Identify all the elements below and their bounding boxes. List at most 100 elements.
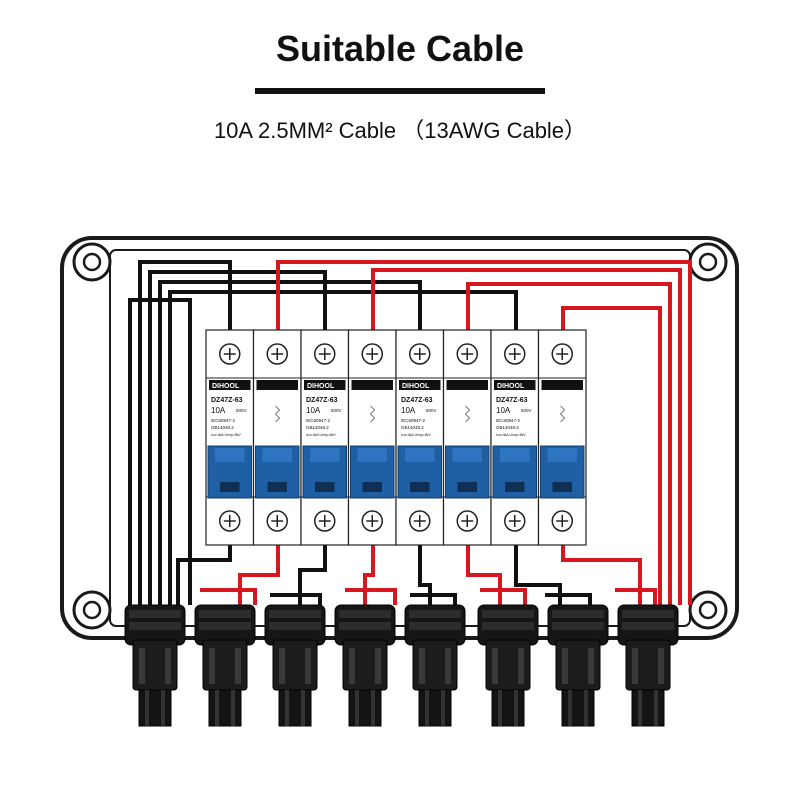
negative-wire (410, 593, 457, 605)
breaker-pole (442, 329, 492, 546)
body-rib (209, 648, 215, 684)
handle-highlight (452, 448, 482, 462)
rating-label: 10A (306, 406, 321, 415)
tail-line (654, 690, 658, 726)
symbol-icon (274, 405, 281, 423)
negative-wire (298, 545, 327, 605)
nut-ridge (129, 622, 181, 630)
handle-slot (410, 482, 430, 492)
pv-connector-row (124, 604, 679, 727)
handle-highlight (547, 448, 577, 462)
standard-label: GB14048.2 (401, 425, 424, 430)
standard-label: IEC60947-2 (401, 418, 426, 423)
handle-slot (267, 482, 287, 492)
body-rib (658, 648, 664, 684)
connector-tail (418, 689, 452, 727)
body-rib (419, 648, 425, 684)
tail-line (441, 690, 445, 726)
handle-slot (552, 482, 572, 492)
connector-tail (348, 689, 382, 727)
breaker-pole (252, 329, 302, 546)
body-rib (632, 648, 638, 684)
tail-line (498, 690, 502, 726)
blank-plate (351, 380, 393, 390)
tail-line (285, 690, 289, 726)
tail-line (584, 690, 588, 726)
symbol-icon (369, 405, 376, 423)
page-title: Suitable Cable (275, 28, 525, 69)
handle-highlight (357, 448, 387, 462)
nut-ridge (482, 610, 534, 618)
voltage-label: 500V (331, 408, 342, 413)
body-rib (305, 648, 311, 684)
blank-plate (256, 380, 298, 390)
negative-connector (404, 604, 466, 727)
connector-tail (491, 689, 525, 727)
breaker-pole (537, 329, 587, 546)
positive-wire (615, 588, 657, 605)
tail-line (301, 690, 305, 726)
brand-label: DIHOOL (402, 383, 430, 390)
handle-highlight (262, 448, 292, 462)
spec-label: Icu=4kA Uimp=5kV (496, 433, 526, 437)
nut-ridge (339, 610, 391, 618)
nut-ridge (482, 622, 534, 630)
breaker-pole (395, 329, 445, 546)
title-underline (255, 88, 545, 94)
body-rib (279, 648, 285, 684)
body-rib (492, 648, 498, 684)
positive-wire (276, 260, 692, 605)
body-rib (375, 648, 381, 684)
positive-connector (477, 604, 539, 727)
brand-plate (399, 380, 441, 390)
spec-label: Icu=4kA Uimp=5kV (211, 433, 241, 437)
tail-line (231, 690, 235, 726)
connector-tail (561, 689, 595, 727)
body-rib (139, 648, 145, 684)
body-rib (165, 648, 171, 684)
negative-wire (168, 290, 518, 605)
nut-ridge (552, 610, 604, 618)
rating-label: 10A (211, 406, 226, 415)
tail-line (425, 690, 429, 726)
tail-line (161, 690, 165, 726)
positive-connector (617, 604, 679, 727)
connector-tail (278, 689, 312, 727)
breaker-pole (205, 329, 255, 546)
negative-wire (148, 270, 327, 605)
wiring (128, 260, 692, 605)
nut-ridge (552, 622, 604, 630)
tail-line (371, 690, 375, 726)
voltage-label: 500V (236, 408, 247, 413)
model-label: DZ47Z-63 (496, 397, 528, 404)
spec-label: Icu=4kA Uimp=5kV (401, 433, 431, 437)
spec-label: Icu=4kA Uimp=5kV (306, 433, 336, 437)
connector-tail (631, 689, 665, 727)
negative-wire (176, 545, 232, 605)
body-rib (349, 648, 355, 684)
positive-wire (466, 282, 672, 605)
handle-slot (505, 482, 525, 492)
body-rib (588, 648, 594, 684)
handle-highlight (405, 448, 435, 462)
tail-line (355, 690, 359, 726)
symbol-icon (559, 405, 566, 423)
positive-connector (194, 604, 256, 727)
negative-connector (264, 604, 326, 727)
tail-line (215, 690, 219, 726)
brand-label: DIHOOL (212, 383, 240, 390)
positive-wire (345, 588, 397, 605)
negative-wire (128, 298, 192, 605)
tail-line (145, 690, 149, 726)
negative-connector (124, 604, 186, 727)
negative-wire (158, 280, 422, 605)
body-rib (518, 648, 524, 684)
positive-wire (480, 588, 527, 605)
breaker-row: DIHOOL DZ47Z-63 10A 500V IEC60947-2GB14048.2… (205, 329, 587, 546)
handle-slot (457, 482, 477, 492)
standard-label: GB14048.2 (211, 425, 234, 430)
standard-label: GB14048.2 (496, 425, 519, 430)
